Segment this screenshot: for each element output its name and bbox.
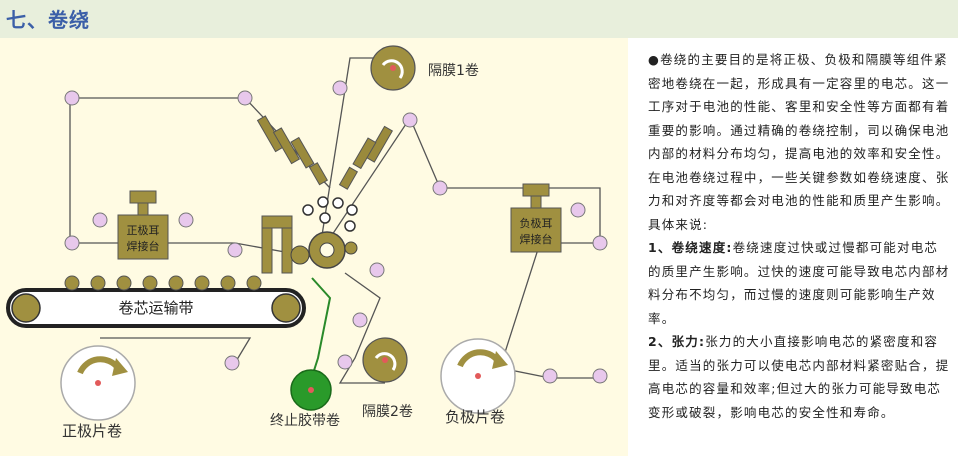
- conveyor-belt: [6, 288, 306, 328]
- guide-roller: [542, 368, 558, 384]
- pinch-roller: [346, 204, 358, 216]
- winding-frame: [261, 227, 273, 274]
- guide-roller: [592, 368, 608, 384]
- winding-mandrel-aux: [290, 245, 310, 265]
- pinch-roller: [317, 196, 329, 208]
- separator-roll-1-label: 隔膜1卷: [428, 63, 479, 79]
- rotation-arrow-icon: [77, 356, 121, 375]
- winding-frame: [281, 227, 293, 274]
- guide-roller: [432, 180, 448, 196]
- negative-roll: [440, 338, 516, 414]
- roll-center: [390, 65, 396, 71]
- left-loop-path: [69, 98, 319, 259]
- tension-label: 2、张力:: [648, 334, 706, 349]
- guide-plate: [338, 166, 359, 190]
- winding-diagram-svg: 隔膜1卷 隔膜2卷 正极耳 焊接台 负极耳 焊接台: [6, 45, 608, 440]
- tape-roll: [290, 369, 332, 411]
- guide-rollers: [64, 80, 608, 384]
- welder-neck: [530, 195, 542, 209]
- pinch-rollers: [302, 196, 358, 232]
- conveyor: [6, 275, 306, 328]
- separator-2-path: [338, 272, 385, 384]
- pinch-roller: [344, 220, 356, 232]
- conveyor-label: 卷芯运输带: [118, 299, 193, 317]
- pinch-roller: [332, 197, 344, 209]
- winding-diagram: 隔膜1卷 隔膜2卷 正极耳 焊接台 负极耳 焊接台: [0, 38, 628, 456]
- positive-roll-label: 正极片卷: [62, 422, 122, 440]
- arrow-head: [492, 351, 508, 369]
- guide-roller: [64, 90, 80, 106]
- guide-roller: [92, 212, 108, 228]
- roll-center: [308, 387, 314, 393]
- description-panel: ●卷绕的主要目的是将正极、负极和隔膜等组件紧密地卷绕在一起，形成具有一定容里的电…: [648, 48, 950, 424]
- rotation-arrow-icon: [457, 349, 501, 368]
- negative-tab-welder-label-1: 负极耳: [520, 216, 553, 230]
- guide-roller: [224, 355, 240, 371]
- roll-center: [475, 373, 481, 379]
- speed-paragraph: 1、卷绕速度:卷绕速度过快或过慢都可能对电芯的质里产生影响。过快的速度可能导致电…: [648, 236, 950, 330]
- intro-paragraph: ●卷绕的主要目的是将正极、负极和隔膜等组件紧密地卷绕在一起，形成具有一定容里的电…: [648, 52, 950, 232]
- conveyor-pulley: [11, 293, 41, 323]
- guide-plate: [290, 136, 315, 169]
- guide-roller: [64, 235, 80, 251]
- winding-head: [261, 215, 358, 274]
- arrow-head: [112, 358, 128, 376]
- separator-roll-2: [362, 337, 408, 383]
- pinch-roller: [319, 212, 331, 224]
- negative-roll-label: 负极片卷: [445, 408, 505, 426]
- guide-plate: [308, 162, 329, 186]
- guide-roller: [592, 235, 608, 251]
- guide-roller: [369, 262, 385, 278]
- guide-roller: [227, 242, 243, 258]
- guide-plate: [352, 137, 377, 170]
- speed-text: 卷绕速度过快或过慢都可能对电芯的质里产生影响。过快的速度可能导致电芯内部材料分布…: [648, 240, 950, 326]
- guide-roller: [402, 112, 418, 128]
- welder-body: [117, 214, 169, 260]
- rotation-arrow-icon: [381, 59, 404, 79]
- tension-text: 张力的大小直接影响电芯的紧密度和容里。适当的张力可以使电芯内部材料紧密贴合，提高…: [648, 334, 950, 420]
- negative-tab-welder: [510, 183, 562, 253]
- section-title: 七、卷绕: [6, 8, 90, 32]
- guide-roller: [237, 90, 253, 106]
- winding-frame: [261, 215, 293, 229]
- guide-plate: [272, 127, 301, 165]
- pinch-roller: [302, 204, 314, 216]
- upper-left-path: [70, 97, 331, 189]
- tape-path: [309, 277, 332, 384]
- tape-roll-label: 终止胶带卷: [270, 412, 340, 429]
- rotation-arrow-icon: [374, 352, 397, 371]
- guide-roller: [178, 212, 194, 228]
- speed-label: 1、卷绕速度:: [648, 240, 733, 255]
- positive-roll: [60, 345, 136, 421]
- winding-mandrel-core: [319, 242, 335, 258]
- cell-cores: [64, 275, 262, 291]
- guide-roller: [337, 354, 353, 370]
- conveyor-pulley: [271, 293, 301, 323]
- welder-body: [510, 207, 562, 253]
- negative-tab-welder-label-2: 焊接台: [520, 232, 553, 246]
- winding-mandrel-aux: [344, 241, 358, 255]
- positive-tab-welder-label-2: 焊接台: [127, 239, 160, 253]
- roll-center: [95, 380, 101, 386]
- positive-tab-welder-label-1: 正极耳: [127, 223, 160, 237]
- guide-roller: [570, 202, 586, 218]
- positive-feed-path: [100, 337, 252, 364]
- section-header: 七、卷绕: [0, 0, 958, 38]
- separator-roll-2-label: 隔膜2卷: [362, 404, 413, 420]
- welder-head: [522, 183, 550, 197]
- guide-plates: [256, 115, 394, 190]
- tension-paragraph: 2、张力:张力的大小直接影响电芯的紧密度和容里。适当的张力可以使电芯内部材料紧密…: [648, 330, 950, 424]
- positive-tab-welder: [117, 190, 169, 260]
- guide-roller: [352, 312, 368, 328]
- guide-roller: [332, 80, 348, 96]
- welder-neck: [137, 202, 149, 216]
- separator-roll-1: [370, 45, 416, 91]
- roll-center: [382, 357, 388, 363]
- welder-head: [129, 190, 157, 204]
